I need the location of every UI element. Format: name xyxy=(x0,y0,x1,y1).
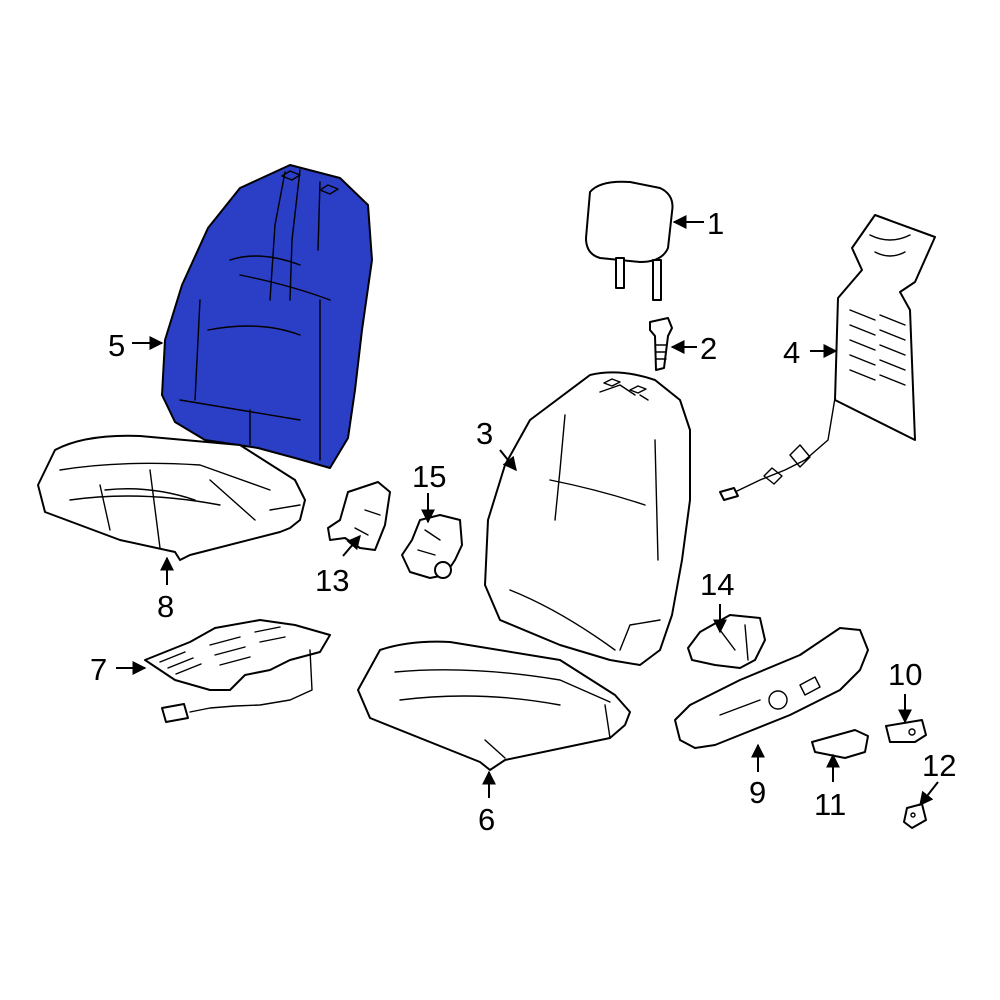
part-14-hinge-bracket[interactable] xyxy=(687,614,766,669)
callout-5: 5 xyxy=(108,328,125,363)
callout-4: 4 xyxy=(783,335,800,370)
part-8-cushion-cover[interactable] xyxy=(37,434,306,561)
part-6-cushion-pad[interactable] xyxy=(357,640,631,771)
callout-9: 9 xyxy=(749,775,766,810)
part-9-side-trim[interactable] xyxy=(674,627,869,749)
callout-13: 13 xyxy=(315,563,349,598)
part-5-seatback-cover[interactable] xyxy=(161,164,373,469)
part-11-adjust-knob[interactable] xyxy=(811,729,869,759)
callout-3: 3 xyxy=(476,416,493,451)
leader-lines xyxy=(116,215,939,807)
part-1-headrest[interactable] xyxy=(585,180,674,301)
part-2-headrest-guide[interactable] xyxy=(649,317,673,371)
part-13-bracket[interactable] xyxy=(327,481,391,551)
callout-6: 6 xyxy=(478,802,495,837)
part-10-switch[interactable] xyxy=(885,719,927,743)
part-4-seatback-heater[interactable] xyxy=(719,214,936,501)
part-3-seatback-frame[interactable] xyxy=(484,371,691,666)
callout-1: 1 xyxy=(707,206,724,241)
part-15-hinge-bracket[interactable] xyxy=(401,514,463,579)
callout-12: 12 xyxy=(922,748,956,783)
callout-11: 11 xyxy=(814,787,846,822)
callout-15: 15 xyxy=(412,459,446,494)
part-12-clip[interactable] xyxy=(903,803,927,829)
callout-10: 10 xyxy=(888,657,922,692)
callout-8: 8 xyxy=(157,589,174,624)
part-7-cushion-heater[interactable] xyxy=(144,619,331,723)
callout-7: 7 xyxy=(90,652,107,687)
callout-14: 14 xyxy=(700,567,734,602)
callout-2: 2 xyxy=(700,331,717,366)
callout-labels: 1 2 3 4 5 6 7 8 9 10 11 12 13 14 15 xyxy=(90,206,956,837)
